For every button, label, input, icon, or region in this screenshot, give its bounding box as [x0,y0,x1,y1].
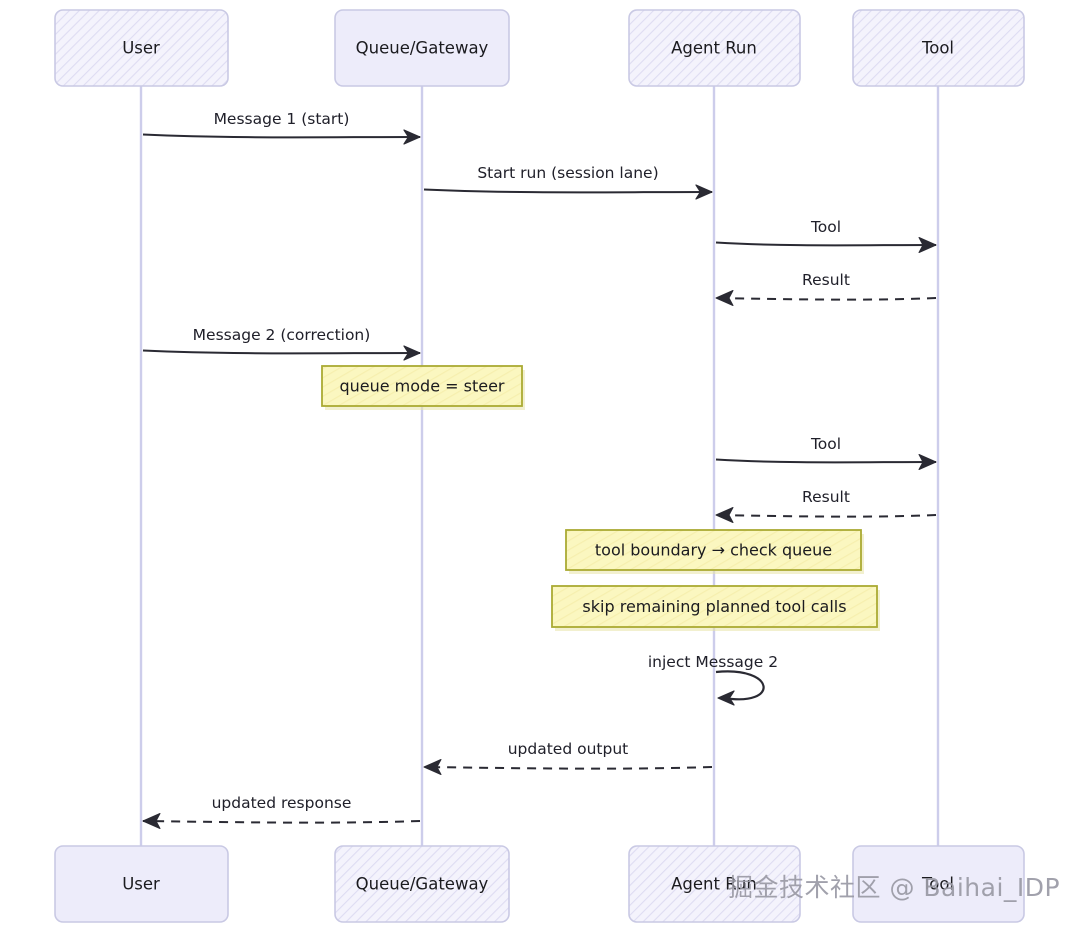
watermark-group: 掘金技术社区 @ Baihai_IDP [728,873,1060,902]
message-label-m10: updated response [212,794,352,812]
note-n2[interactable]: tool boundary → check queue [565,529,864,574]
participant-tool-bottom[interactable]: Tool [852,845,1025,923]
message-m8: inject Message 2 [648,653,778,706]
participant-box-user [54,845,229,923]
participant-box-agent [628,9,801,87]
participant-box-agent [628,845,801,923]
participant-box-queue [334,9,510,87]
note-box-n3 [551,585,878,628]
message-line-m10 [142,820,421,824]
self-loop-m8 [715,670,765,701]
message-m1: Message 1 (start) [142,110,421,145]
participant-box-queue [334,845,510,923]
participant-label-agent: Agent Run [671,39,757,58]
watermark-text: 掘金技术社区 @ Baihai_IDP [728,873,1060,902]
arrow-head-m5 [403,345,421,361]
message-m7: Result [715,488,937,523]
arrow-head-m3 [918,237,937,253]
message-m10: updated response [142,794,421,829]
note-n3[interactable]: skip remaining planned tool calls [551,585,880,631]
arrow-head-m6 [918,454,937,470]
arrow-head-m8 [717,690,735,706]
message-m2: Start run (session lane) [423,164,713,200]
message-label-m3: Tool [810,218,841,236]
arrow-head-m1 [403,129,421,145]
message-m4: Result [715,271,937,306]
participant-boxes-bottom: User Queue/Gateway Agent Run Tool [54,845,1025,923]
participant-queue-top[interactable]: Queue/Gateway [334,9,510,87]
message-line-m2 [423,188,713,194]
note-box-n2 [565,529,862,571]
participant-user-top[interactable]: User [54,9,229,87]
message-label-m1: Message 1 (start) [214,110,350,128]
message-line-m1 [142,133,421,139]
notes-group: queue mode = steer tool boundary → check … [321,365,880,631]
participant-user-bottom[interactable]: User [54,845,229,923]
participant-tool-top[interactable]: Tool [852,9,1025,87]
message-m6: Tool [715,435,937,470]
participant-queue-bottom[interactable]: Queue/Gateway [334,845,510,923]
participant-boxes-top: User Queue/Gateway Agent Run Tool [54,9,1025,87]
participant-box-user [54,9,229,87]
participant-label-queue: Queue/Gateway [356,39,489,58]
message-label-m5: Message 2 (correction) [193,326,371,344]
message-line-m9 [423,766,713,770]
message-label-m4: Result [802,271,850,289]
participant-agent-top[interactable]: Agent Run [628,9,801,87]
message-line-m4 [715,297,937,301]
arrow-head-m4 [715,290,734,306]
message-m5: Message 2 (correction) [142,326,421,361]
participant-label-tool: Tool [921,875,954,894]
message-line-m7 [715,514,937,518]
lifelines-group [139,86,940,849]
note-box-n1 [321,365,523,407]
arrow-head-m7 [715,507,734,523]
message-label-m2: Start run (session lane) [477,164,658,182]
message-label-m9: updated output [508,740,629,758]
message-label-m8: inject Message 2 [648,653,778,671]
arrow-head-m10 [142,813,161,829]
message-line-m6 [715,458,937,464]
participant-label-user: User [122,875,160,894]
message-line-m5 [142,349,421,355]
participant-agent-bottom[interactable]: Agent Run [628,845,801,923]
message-line-m3 [715,241,937,247]
message-label-m6: Tool [810,435,841,453]
message-label-m7: Result [802,488,850,506]
participant-box-tool [852,9,1025,87]
participant-label-tool: Tool [921,39,954,58]
note-label-n2: tool boundary → check queue [595,541,832,560]
arrow-head-m2 [695,184,713,200]
participant-label-agent: Agent Run [671,875,757,894]
participant-box-tool [852,845,1025,923]
messages-group: Message 1 (start) Start run (session lane… [142,110,937,829]
note-label-n1: queue mode = steer [339,377,504,396]
message-m3: Tool [715,218,937,253]
note-n1[interactable]: queue mode = steer [321,365,525,410]
note-label-n3: skip remaining planned tool calls [582,597,846,616]
message-m9: updated output [423,740,713,775]
participant-label-queue: Queue/Gateway [356,875,489,894]
arrow-head-m9 [423,759,442,775]
participant-label-user: User [122,39,160,58]
